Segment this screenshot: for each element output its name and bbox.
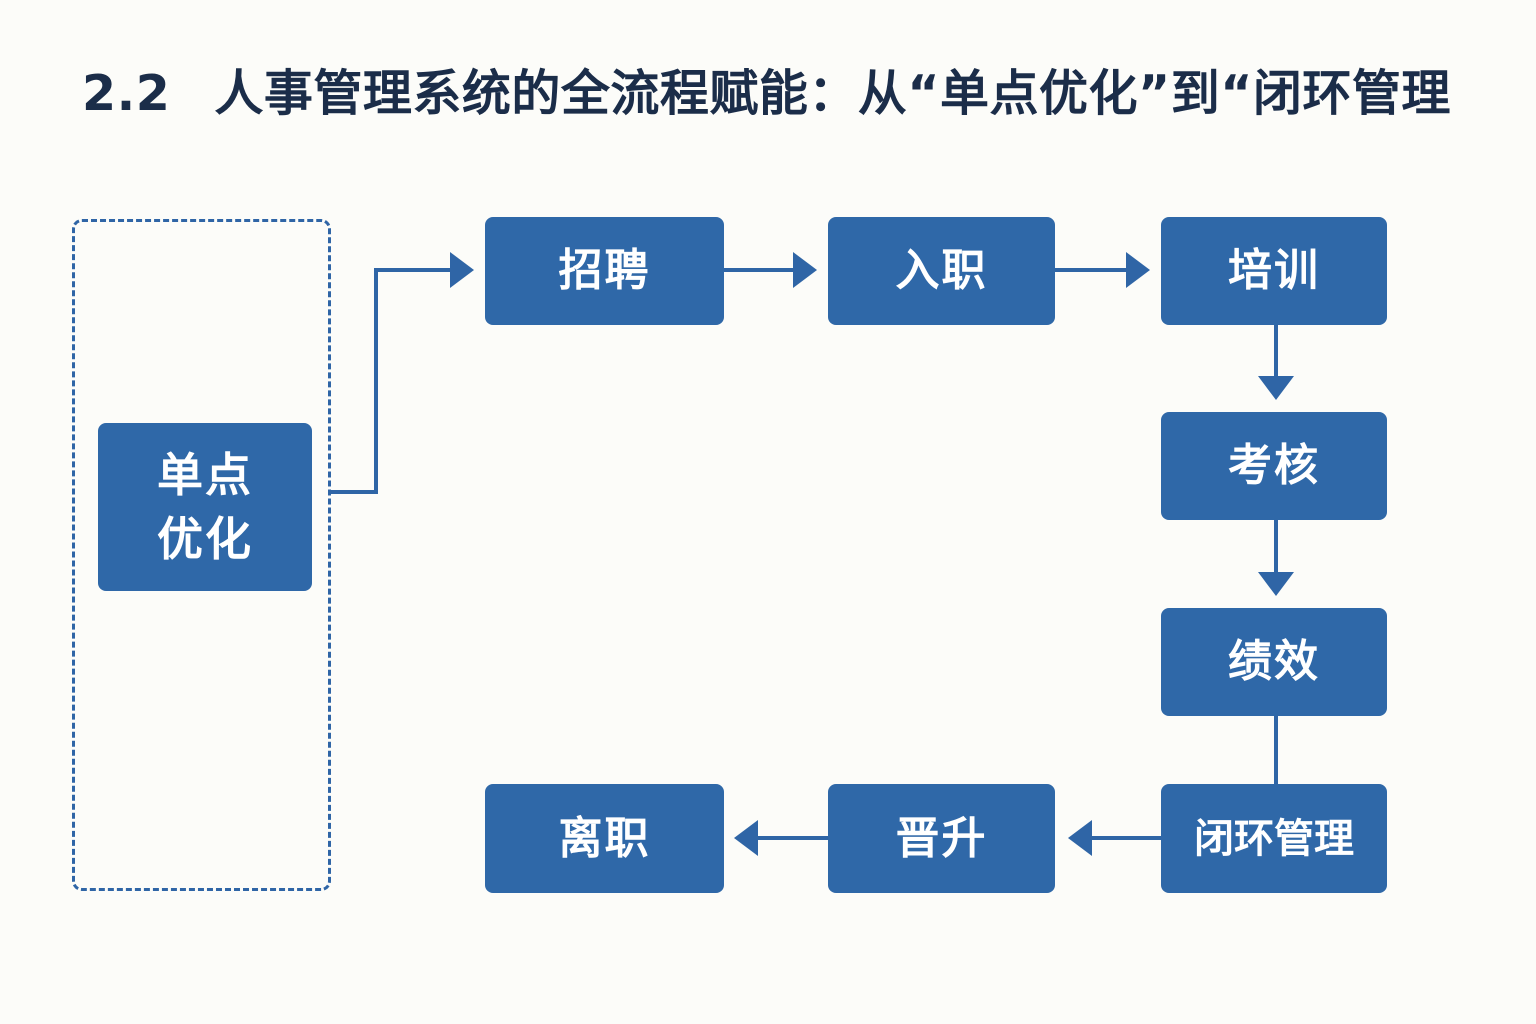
single-point-dashed-frame	[72, 219, 331, 891]
node-label-line1: 单点	[157, 447, 253, 502]
node-promotion: 晋升	[828, 784, 1055, 893]
arrowhead-left-icon	[1068, 820, 1092, 856]
node-assessment: 考核	[1161, 412, 1387, 520]
title-text: 人事管理系统的全流程赋能：从“单点优化”到“闭环管理	[214, 65, 1451, 122]
node-recruit: 招聘	[485, 217, 724, 325]
arrowhead-right-icon	[450, 252, 474, 288]
page-title: 2.2 人事管理系统的全流程赋能：从“单点优化”到“闭环管理	[82, 58, 1451, 130]
node-label-line2: 优化	[157, 512, 253, 566]
section-number: 2.2	[82, 65, 171, 122]
connector-start-to-recruit	[331, 268, 452, 494]
node-single-point-optimization: 单点 优化	[98, 423, 312, 591]
arrowhead-left-icon	[734, 820, 758, 856]
node-onboard: 入职	[828, 217, 1055, 325]
arrowhead-down-icon	[1258, 572, 1294, 596]
arrowhead-down-icon	[1258, 376, 1294, 400]
node-training: 培训	[1161, 217, 1387, 325]
node-resignation: 离职	[485, 784, 724, 893]
arrowhead-right-icon	[793, 252, 817, 288]
node-performance: 绩效	[1161, 608, 1387, 716]
node-closed-loop-management: 闭环管理	[1161, 784, 1387, 893]
arrowhead-right-icon	[1126, 252, 1150, 288]
